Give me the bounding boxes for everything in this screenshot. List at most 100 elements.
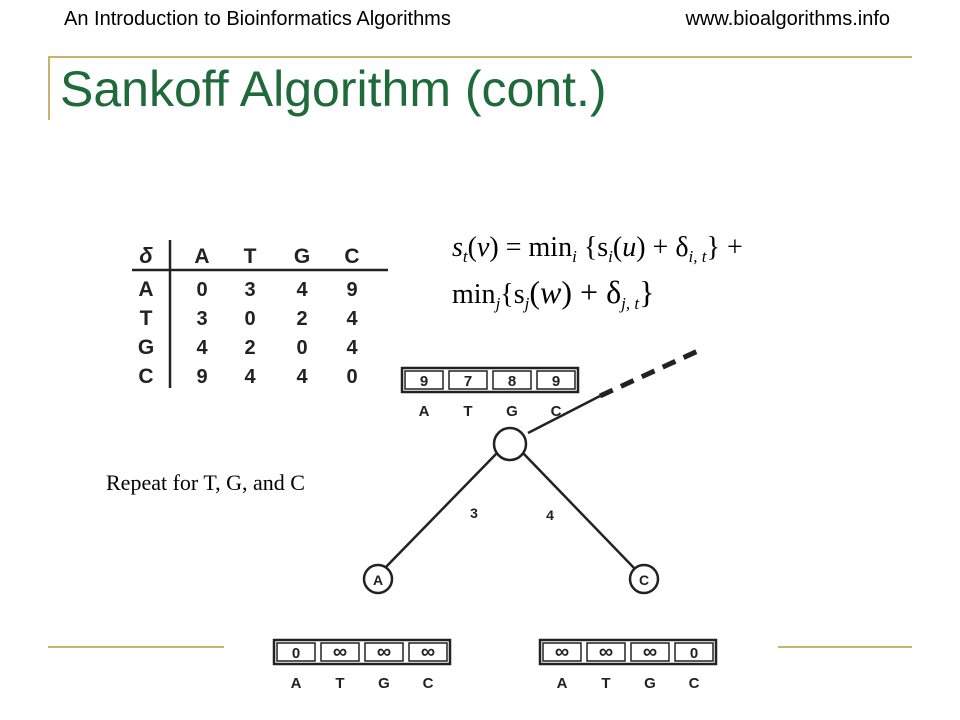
score-value: 8 [508,373,516,390]
formula-subscript: i [608,247,613,266]
score-array-frame [400,366,580,394]
score-label: T [463,403,472,420]
table-cell: 0 [196,279,207,301]
formula-text: {s [583,232,609,263]
table-row-label: C [138,365,153,388]
score-cell [320,642,360,662]
footer-rule-left [48,646,224,648]
recurrence-formula: st(v) = mini {si(u) + δi, t} + minj{sj(w… [452,226,743,317]
right-leaf-label: C [639,572,649,588]
right-edge-weight: 4 [546,507,554,523]
parent-edge-solid [527,394,601,435]
score-cell [364,642,404,662]
slide-title: Sankoff Algorithm (cont.) [60,61,607,117]
score-label: A [557,675,568,692]
score-cell [674,642,714,662]
score-label: A [419,403,430,420]
score-value: ∞ [599,641,613,663]
repeat-note: Repeat for T, G, and C [106,470,305,495]
left-leaf-label: A [373,572,383,588]
formula-symbol: w [540,274,562,310]
table-cell: 2 [296,308,307,330]
right-score-array: ∞ A ∞ T ∞ G 0C [538,638,718,692]
formula-subscript: i, t [688,247,707,266]
formula-text: } + [706,232,743,263]
score-label: G [378,675,390,692]
score-label: C [689,675,700,692]
formula-text: ) + δ [561,274,622,310]
score-cell [542,642,582,662]
table-cell: 4 [296,366,308,388]
score-value: 0 [690,645,698,662]
score-array-frame [538,638,718,666]
score-label: C [551,403,562,420]
score-label: T [601,675,610,692]
formula-subscript: t [462,247,468,266]
score-label: A [291,675,302,692]
score-value: 0 [292,645,300,662]
left-leaf-node [362,563,394,595]
table-cell: 0 [346,366,357,388]
score-cell [630,642,670,662]
title-rule-top [48,56,912,58]
header-website: www.bioalgorithms.info [685,8,890,30]
score-value: 7 [464,373,472,390]
formula-text: ) + δ [636,232,689,263]
table-corner-delta: δ [139,243,153,268]
score-value: ∞ [643,641,657,663]
formula-subscript: j [495,294,501,313]
score-value: ∞ [421,641,435,663]
score-cell [586,642,626,662]
table-cell: 9 [346,279,357,301]
table-cell: 4 [296,279,308,301]
table-column-header: G [294,245,310,268]
table-cell: 9 [196,366,207,388]
score-value: 9 [420,373,428,390]
score-label: C [423,675,434,692]
formula-text: min [452,279,496,310]
table-cell: 4 [346,308,358,330]
table-cell: 4 [346,337,358,359]
table-cell: 2 [244,337,255,359]
score-cell [276,642,316,662]
formula-line-2: minj{sj(w) + δj, t} [452,274,655,313]
formula-symbol: u [622,232,637,263]
table-row-label: A [138,278,153,301]
formula-subscript: i [572,247,577,266]
score-array-frame [272,638,452,666]
score-cell [404,370,444,390]
score-label: G [506,403,518,420]
table-cell: 3 [244,279,255,301]
score-value: ∞ [333,641,347,663]
table-cell: 0 [296,337,307,359]
score-cell [492,370,532,390]
root-score-array: 9A 7T 8G 9C [400,366,580,420]
score-label: G [644,675,656,692]
left-score-array: 0A∞T∞G∞C [272,638,452,692]
header-course-title: An Introduction to Bioinformatics Algori… [64,8,451,30]
table-row-label: G [138,336,154,359]
score-value: ∞ [555,641,569,663]
table-cell: 4 [196,337,208,359]
table-column-header: A [194,245,209,268]
table-cell: 3 [196,308,207,330]
table-cell: 0 [244,308,255,330]
score-cell [448,370,488,390]
right-edge [521,451,637,571]
formula-text: {s [500,279,525,310]
table-row-label: T [140,307,153,330]
formula-subscript: j [524,294,530,313]
table-cell: 4 [244,366,256,388]
formula-text: ) = min [489,232,573,263]
parent-edge-dashed [598,348,702,399]
left-edge-weight: 3 [470,505,478,521]
score-value: 9 [552,373,560,390]
table-column-header: T [244,245,257,268]
table-column-header: C [344,245,359,268]
title-rule-left [48,56,50,120]
left-edge [382,451,499,571]
